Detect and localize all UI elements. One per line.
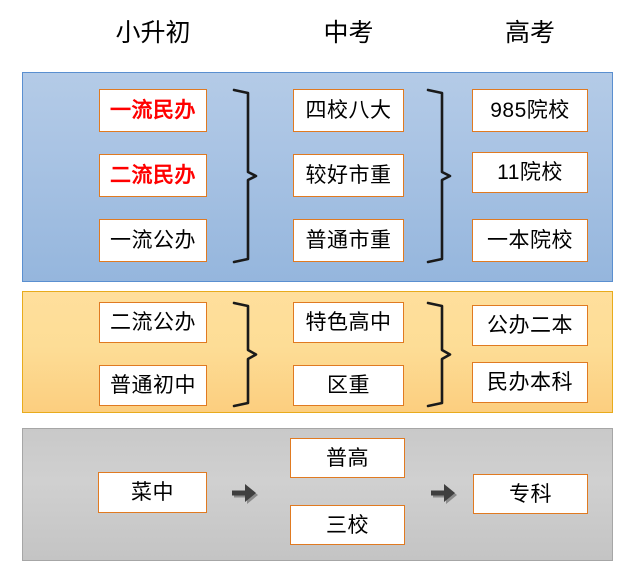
node-sixiao-bada[interactable]: 四校八大 — [293, 89, 404, 132]
node-caizhong[interactable]: 菜中 — [98, 472, 207, 513]
node-11-yuanxiao[interactable]: 11院校 — [472, 152, 588, 193]
node-yiliu-minban[interactable]: 一流民办 — [99, 89, 207, 132]
column-header-xiaoshengchu: 小升初 — [115, 19, 191, 47]
node-jiaohao-shizhong[interactable]: 较好市重 — [293, 154, 404, 197]
node-yiben-yuanxiao[interactable]: 一本院校 — [472, 219, 588, 262]
node-quzhong[interactable]: 区重 — [293, 365, 404, 406]
node-sanxiao[interactable]: 三校 — [290, 505, 405, 545]
node-tese-gaozhong[interactable]: 特色高中 — [293, 302, 404, 343]
column-header-gaokao: 高考 — [504, 19, 555, 47]
node-erliu-gongban[interactable]: 二流公办 — [99, 302, 207, 343]
arrow-right-icon-2 — [430, 484, 464, 508]
node-gongban-erben[interactable]: 公办二本 — [472, 305, 588, 346]
node-yiliu-gongban[interactable]: 一流公办 — [99, 219, 207, 262]
node-985-yuanxiao[interactable]: 985院校 — [472, 89, 588, 132]
arrow-right-icon-1 — [231, 484, 265, 508]
node-putong-shizhong[interactable]: 普通市重 — [293, 219, 404, 262]
node-minban-benke[interactable]: 民办本科 — [472, 362, 588, 403]
node-zhuanke[interactable]: 专科 — [473, 474, 588, 514]
node-putong-chuzhong[interactable]: 普通初中 — [99, 365, 207, 406]
node-pugao[interactable]: 普高 — [290, 438, 405, 478]
node-erliu-minban[interactable]: 二流民办 — [99, 154, 207, 197]
column-header-zhongkao: 中考 — [323, 19, 374, 47]
